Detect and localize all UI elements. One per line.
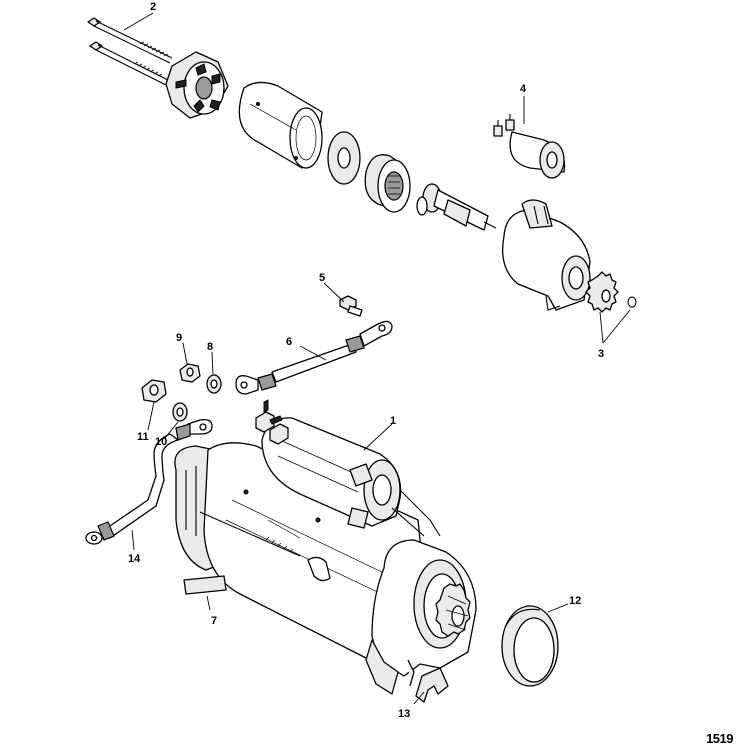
leader-9 — [182, 342, 188, 365]
drive-shaft-assembly — [416, 183, 497, 231]
drive-end-housing — [501, 199, 591, 311]
lock-washer-8 — [206, 374, 222, 394]
callout-10: 10 — [155, 436, 167, 448]
leader-13 — [413, 691, 425, 705]
leader-14 — [131, 529, 135, 551]
battery-cable — [235, 320, 393, 395]
leader-5 — [323, 282, 345, 303]
callout-14: 14 — [128, 553, 141, 565]
snap-ring — [627, 296, 637, 308]
leader-6 — [299, 345, 327, 361]
field-frame-housing — [238, 81, 323, 169]
retaining-clip — [415, 667, 449, 703]
end-cap — [165, 51, 229, 119]
shim-plate — [183, 575, 227, 595]
callout-3: 3 — [598, 348, 604, 360]
leader-1 — [363, 423, 393, 451]
drive-housing-ring — [501, 605, 559, 687]
leader-lines — [123, 12, 631, 705]
ground-cable — [85, 418, 213, 545]
thrust-washer — [327, 131, 361, 185]
leader-3b — [602, 309, 631, 344]
callout-11: 11 — [137, 431, 149, 443]
callout-13: 13 — [398, 708, 410, 720]
callout-1: 1 — [390, 415, 396, 427]
leader-3a — [599, 311, 604, 344]
lock-washer-10 — [172, 402, 188, 422]
callout-5: 5 — [319, 272, 325, 284]
armature-bearing — [364, 154, 411, 213]
leader-10 — [164, 421, 179, 439]
callout-2: 2 — [150, 1, 156, 13]
terminal-bolt — [339, 295, 363, 317]
through-bolt-upper — [87, 17, 173, 64]
hex-nut-11 — [141, 379, 167, 403]
solenoid — [493, 114, 566, 179]
leader-2 — [123, 12, 154, 31]
leader-7 — [206, 595, 211, 611]
leader-8 — [211, 351, 214, 375]
callout-7: 7 — [211, 615, 217, 627]
pinion-gear — [585, 271, 619, 313]
callout-4: 4 — [520, 83, 527, 95]
callout-labels: 2 4 5 6 3 9 8 1 11 10 14 7 12 13 — [128, 1, 604, 720]
leader-11 — [147, 401, 155, 431]
leader-12 — [547, 603, 569, 613]
callout-9: 9 — [176, 332, 182, 344]
callout-6: 6 — [286, 336, 292, 348]
figure-number: 1519 — [706, 731, 733, 746]
through-bolts — [87, 17, 173, 86]
through-bolt-lower — [89, 41, 169, 86]
hex-nut-9 — [179, 363, 201, 383]
starter-motor-assembly — [174, 399, 477, 695]
callout-12: 12 — [569, 595, 581, 607]
callout-8: 8 — [207, 341, 213, 353]
